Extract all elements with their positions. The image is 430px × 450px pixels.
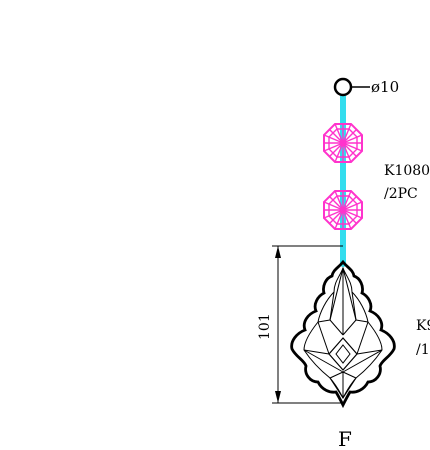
ring-size-label: ø10 bbox=[371, 78, 399, 96]
octagon-bead-qty: /2PC bbox=[384, 186, 418, 202]
pendant-code: K9 bbox=[416, 318, 430, 334]
octagon-bead-code: K1080 bbox=[384, 163, 430, 179]
pendant-height-label: 101 bbox=[257, 313, 273, 340]
leaf-pendant bbox=[290, 259, 396, 409]
top-ring bbox=[333, 77, 370, 97]
octagon-bead bbox=[323, 190, 363, 230]
pendant-qty: /1 bbox=[416, 342, 430, 358]
figure-label: F bbox=[338, 427, 352, 450]
dimension-line bbox=[272, 245, 343, 404]
octagon-bead bbox=[323, 123, 363, 163]
